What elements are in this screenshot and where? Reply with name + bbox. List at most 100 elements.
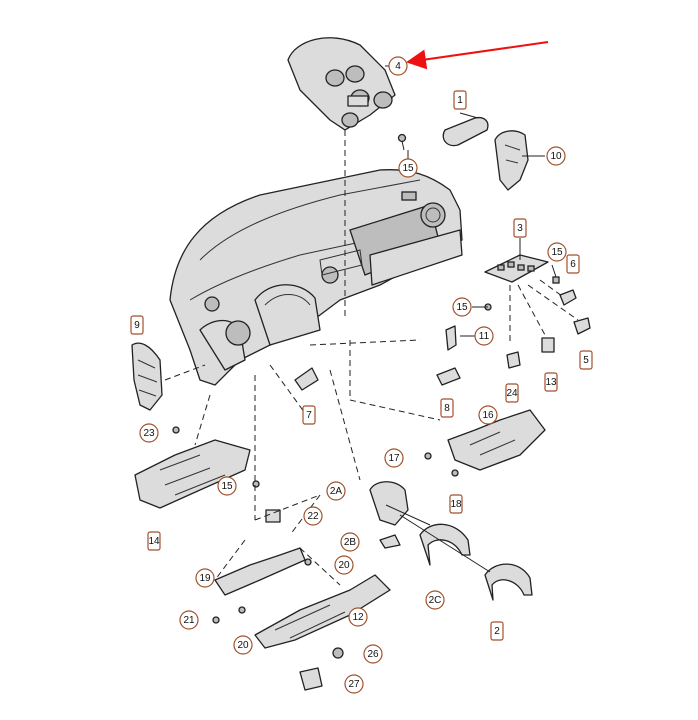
panel-part-19: [214, 547, 306, 596]
callout-c15a: 15: [398, 158, 418, 178]
screw-icon: [304, 558, 312, 566]
callout-c8: 8: [440, 398, 454, 418]
callout-c4: 4: [388, 56, 408, 76]
callout-label: 20: [338, 560, 350, 571]
callout-marker: [579, 350, 593, 370]
callout-marker: [303, 506, 323, 526]
lower-cover-part-12: [254, 574, 391, 649]
callout-label: 2B: [344, 537, 357, 548]
callout-marker: [478, 405, 498, 425]
callout-label: 19: [199, 573, 211, 584]
callout-c26: 26: [363, 644, 383, 664]
callout-label: 10: [550, 151, 562, 162]
callout-c6: 6: [566, 254, 580, 274]
callout-label: 15: [221, 481, 233, 492]
callout-marker: [440, 398, 454, 418]
callout-c15c: 15: [452, 297, 472, 317]
callout-label: 26: [367, 649, 379, 660]
trim-strip-part-1: [442, 116, 489, 147]
callout-c18: 18: [449, 494, 463, 514]
callout-label: 9: [134, 320, 140, 331]
callout-c14: 14: [147, 531, 161, 551]
callout-label: 2: [494, 626, 500, 637]
screw-icon: [424, 452, 432, 460]
callout-label: 24: [506, 388, 518, 399]
callout-label: 18: [450, 499, 462, 510]
callout-c13: 13: [544, 372, 558, 392]
callout-marker: [388, 56, 408, 76]
callout-c20b: 20: [233, 635, 253, 655]
callout-c27: 27: [344, 674, 364, 694]
dashboard-panel: [169, 169, 463, 386]
highlight-arrow: [406, 41, 549, 70]
callout-marker: [449, 494, 463, 514]
clip-part-27: [299, 667, 323, 691]
callout-marker: [546, 146, 566, 166]
callout-c7: 7: [302, 405, 316, 425]
callout-c22: 22: [303, 506, 323, 526]
callout-label: 4: [395, 61, 401, 72]
callout-marker: [340, 532, 360, 552]
callout-marker: [425, 590, 445, 610]
callout-label: 2A: [330, 486, 343, 497]
mount-bracket-part-14: [134, 439, 251, 509]
callout-marker: [348, 607, 368, 627]
callout-label: 27: [348, 679, 360, 690]
callout-c16: 16: [478, 405, 498, 425]
side-trim-part-10: [494, 130, 529, 191]
callout-label: 2C: [429, 595, 442, 606]
callout-c5: 5: [579, 350, 593, 370]
callout-c19: 19: [195, 568, 215, 588]
callout-c3: 3: [513, 218, 527, 238]
screw-icon: [397, 133, 407, 151]
screw-icon: [451, 469, 459, 477]
callout-label: 13: [545, 377, 557, 388]
callout-label: 15: [551, 247, 563, 258]
callout-c12: 12: [348, 607, 368, 627]
callout-marker: [130, 315, 144, 335]
lower-shroud-part-2C: [419, 523, 471, 566]
callout-markers: 411510315615115924137816231715182A14222B…: [130, 56, 593, 694]
callout-marker: [326, 481, 346, 501]
callout-c21: 21: [179, 610, 199, 630]
callout-label: 11: [479, 331, 490, 342]
callout-label: 8: [444, 403, 450, 414]
callout-label: 22: [307, 511, 319, 522]
callout-marker: [179, 610, 199, 630]
callout-c9: 9: [130, 315, 144, 335]
screw-icon: [252, 480, 260, 488]
callout-marker: [217, 476, 237, 496]
callout-marker: [384, 448, 404, 468]
small-trim-part-7: [294, 367, 319, 391]
callout-c15b: 15: [547, 242, 567, 262]
callout-marker: [334, 555, 354, 575]
callout-c2B: 2B: [340, 532, 360, 552]
screw-icon: [552, 276, 560, 284]
callout-c10: 10: [546, 146, 566, 166]
bracket-part-8: [436, 367, 461, 386]
callout-label: 15: [456, 302, 468, 313]
callout-marker: [505, 383, 519, 403]
callout-c17: 17: [384, 448, 404, 468]
cap-part-13: [541, 337, 555, 353]
steering-column-shroud-part-2A: [369, 481, 409, 526]
callout-marker: [544, 372, 558, 392]
callout-label: 6: [570, 259, 576, 270]
callout-label: 1: [457, 95, 463, 106]
switch-panel-part-3: [484, 254, 549, 283]
callout-marker: [233, 635, 253, 655]
knob-part-11: [445, 325, 457, 351]
callout-label: 16: [482, 410, 494, 421]
callout-marker: [513, 218, 527, 238]
callout-c2: 2: [490, 621, 504, 641]
screw-icon: [172, 426, 180, 434]
cover-part-5: [573, 317, 591, 335]
callout-c1: 1: [453, 90, 467, 110]
callout-marker: [490, 621, 504, 641]
callout-c20a: 20: [334, 555, 354, 575]
screw-icon: [212, 616, 220, 624]
callout-c23: 23: [139, 423, 159, 443]
callout-marker: [139, 423, 159, 443]
callout-c15d: 15: [217, 476, 237, 496]
callout-marker: [566, 254, 580, 274]
